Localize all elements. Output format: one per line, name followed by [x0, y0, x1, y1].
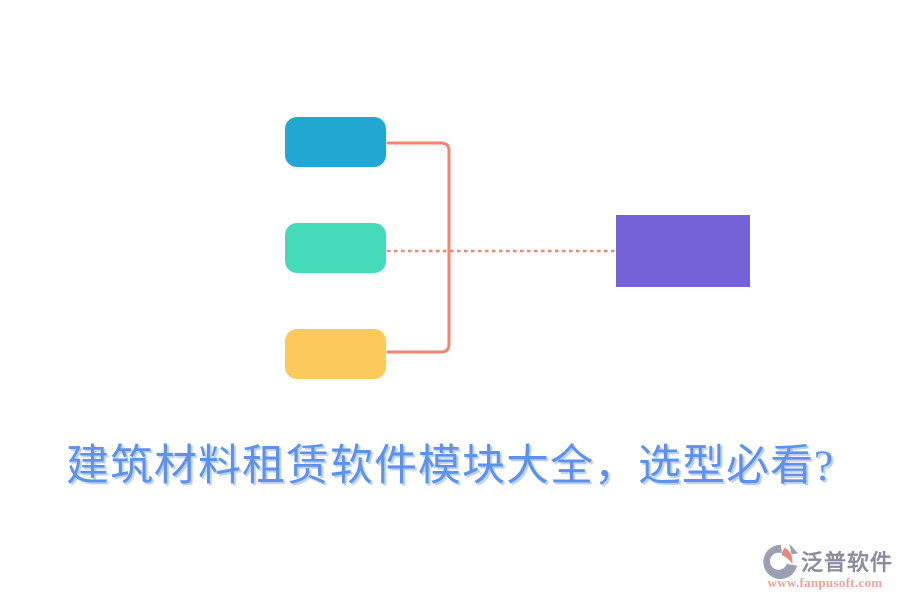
module-box-bottom [285, 329, 386, 379]
fanpu-logo-corner [789, 543, 799, 555]
module-box-middle [285, 223, 386, 273]
fanpu-logo-wedge [781, 547, 793, 564]
page-title: 建筑材料租赁软件模块大全，选型必看? [65, 443, 835, 490]
fanpu-logo-icon [763, 543, 799, 580]
brand-logo: 泛普软件 www.fanpusoft.com [761, 542, 892, 591]
brand-url: www.fanpusoft.com [767, 575, 883, 590]
bracket-connector-line [386, 141, 451, 354]
module-box-top [285, 117, 386, 167]
result-box [616, 215, 750, 287]
brand-name: 泛普软件 [801, 550, 894, 575]
fanpu-logo-crescent [763, 544, 798, 580]
